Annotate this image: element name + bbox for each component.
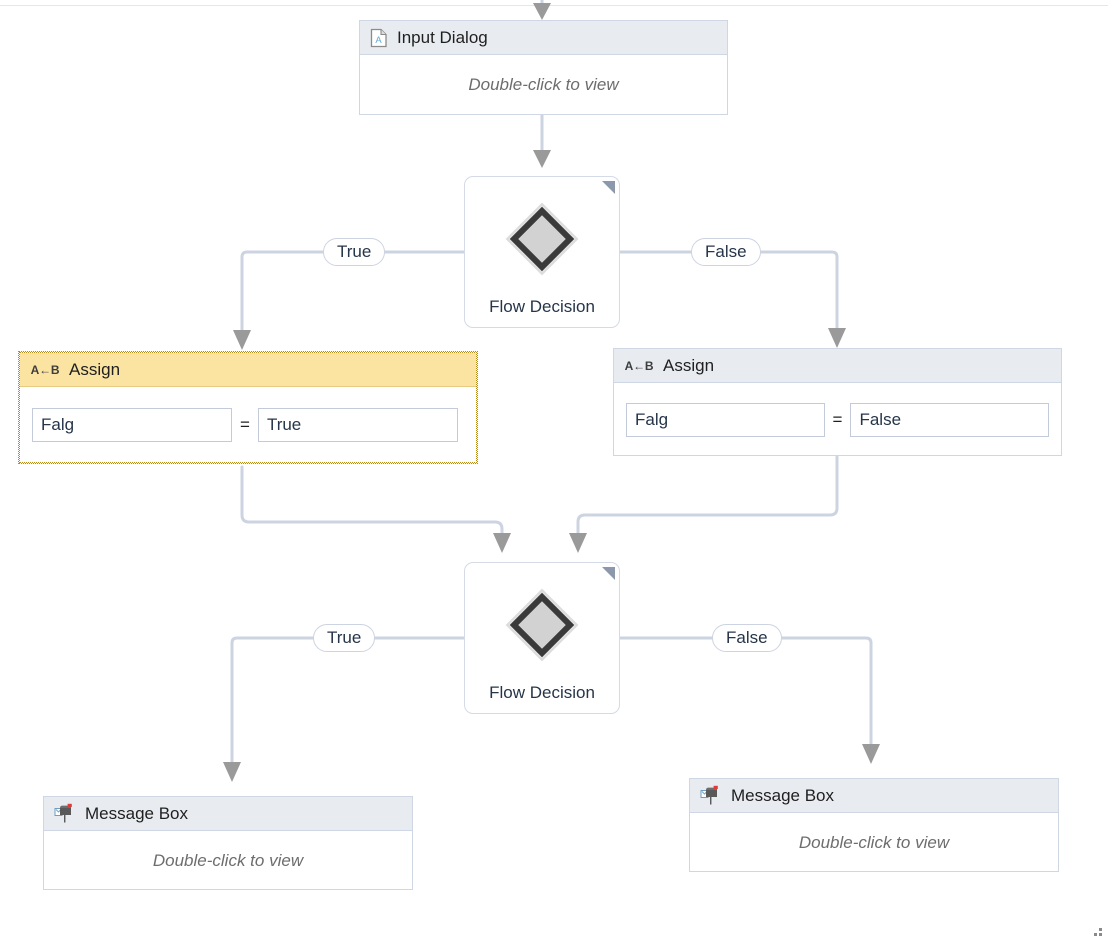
wire-assign-true-to-decision2: [240, 465, 504, 542]
collapse-corner-icon[interactable]: [602, 567, 615, 580]
mailbox-icon: [700, 785, 722, 807]
assign-false-equals: =: [832, 409, 843, 429]
flow-decision-2-label: Flow Decision: [489, 683, 595, 702]
assign-true-equals: =: [240, 414, 250, 434]
input-dialog-title: Input Dialog: [397, 28, 488, 47]
decision-2-false-text: False: [726, 628, 768, 647]
node-flow-decision-1[interactable]: Flow Decision: [464, 176, 620, 328]
assign-false-right-input[interactable]: False: [850, 402, 1049, 437]
input-dialog-placeholder: Double-click to view: [468, 75, 619, 94]
assign-true-header[interactable]: A←B Assign: [20, 353, 476, 387]
arrowhead-assign-true: [233, 330, 251, 350]
arrowhead-decision2-b: [569, 533, 587, 553]
decision-2-true-label[interactable]: True: [313, 624, 376, 652]
wire-assign-false-to-decision2: [576, 455, 839, 542]
node-input-dialog[interactable]: A Input Dialog Double-click to view: [359, 20, 728, 115]
assign-true-body: Falg = True: [20, 387, 476, 462]
wire-decision2-true: [230, 636, 466, 764]
node-message-box-false[interactable]: Message Box Double-click to view: [689, 778, 1059, 872]
message-box-false-title: Message Box: [731, 786, 834, 805]
assign-true-left-input[interactable]: Falg: [32, 407, 232, 442]
message-box-true-title: Message Box: [85, 804, 188, 823]
arrowhead-msgbox-false: [862, 744, 880, 764]
message-box-true-header[interactable]: Message Box: [44, 797, 412, 831]
node-message-box-true[interactable]: Message Box Double-click to view: [43, 796, 413, 890]
svg-text:A: A: [375, 35, 382, 46]
message-box-true-placeholder: Double-click to view: [152, 850, 304, 870]
input-dialog-body[interactable]: Double-click to view: [360, 55, 727, 115]
diamond-icon: [465, 199, 619, 279]
message-box-false-placeholder: Double-click to view: [798, 832, 950, 852]
assign-false-left-input[interactable]: Falg: [626, 402, 825, 437]
decision-2-false-label[interactable]: False: [712, 624, 782, 652]
node-assign-true[interactable]: A←B Assign Falg = True: [18, 351, 478, 464]
wire-decision1-true: [240, 250, 466, 332]
document-a-icon: A: [370, 28, 388, 48]
arrowhead-assign-false: [828, 328, 846, 348]
node-assign-false[interactable]: A←B Assign Falg = False: [613, 348, 1062, 456]
message-box-false-body[interactable]: Double-click to view: [690, 813, 1058, 872]
flow-decision-1-label: Flow Decision: [489, 297, 595, 316]
message-box-false-header[interactable]: Message Box: [690, 779, 1058, 813]
arrowhead-entry: [533, 3, 551, 20]
assign-icon: A←B: [624, 358, 654, 373]
node-flow-decision-2[interactable]: Flow Decision: [464, 562, 620, 714]
assign-icon: A←B: [30, 362, 60, 377]
decision-1-true-label[interactable]: True: [323, 238, 386, 266]
arrowhead-decision2-a: [493, 533, 511, 553]
message-box-true-body[interactable]: Double-click to view: [44, 831, 412, 890]
collapse-corner-icon[interactable]: [602, 181, 615, 194]
assign-false-header[interactable]: A←B Assign: [614, 349, 1061, 383]
arrowhead-msgbox-true: [223, 762, 241, 782]
wire-decision1-false: [618, 250, 839, 330]
decision-1-false-label[interactable]: False: [691, 238, 761, 266]
assign-false-title: Assign: [663, 356, 715, 375]
assign-false-expression-row: Falg = False: [614, 402, 1061, 437]
assign-true-expression-row: Falg = True: [20, 407, 476, 442]
arrowhead-decision1: [533, 150, 551, 168]
decision-1-true-text: True: [337, 242, 372, 261]
decision-2-true-text: True: [327, 628, 362, 647]
assign-true-title: Assign: [69, 360, 121, 379]
wire-decision2-false: [618, 636, 873, 746]
assign-false-body: Falg = False: [614, 383, 1061, 456]
decision-1-false-text: False: [705, 242, 747, 261]
mailbox-icon: [54, 803, 76, 825]
input-dialog-header[interactable]: A Input Dialog: [360, 21, 727, 55]
resize-grip[interactable]: [1090, 926, 1104, 940]
assign-true-right-input[interactable]: True: [257, 407, 458, 442]
diamond-icon: [465, 585, 619, 665]
pane-top-divider: [0, 5, 1108, 6]
